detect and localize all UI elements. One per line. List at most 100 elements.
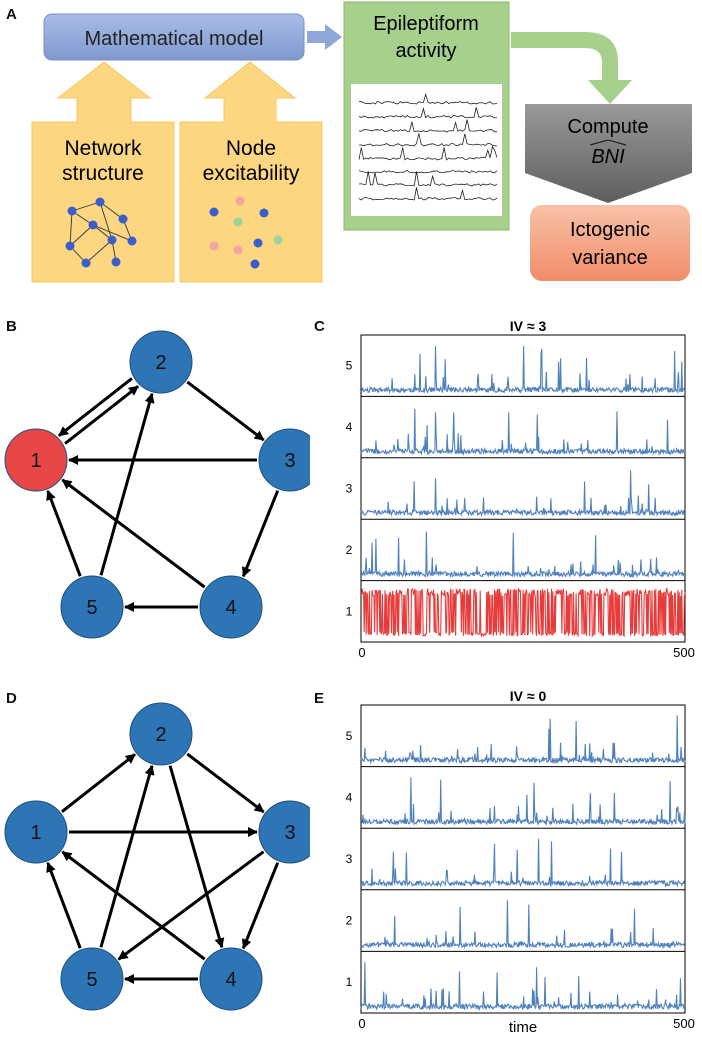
chart-e-title: IV ≈ 0	[510, 688, 547, 704]
panel-letter-e: E	[314, 690, 325, 707]
node-label-3: 3	[284, 822, 295, 844]
model-to-activity-arrow	[307, 24, 342, 50]
trace-series-3	[360, 838, 686, 888]
edge-2-to-3	[186, 380, 265, 442]
network-structure-label-line1: Network	[64, 137, 142, 160]
trace-series-1	[360, 962, 686, 1011]
mathematical-model-box	[43, 13, 305, 61]
panel-letter-b: B	[6, 318, 17, 335]
node-3	[258, 800, 310, 864]
edge-5-to-1	[46, 489, 82, 577]
node-excitability-label-line1: Node	[226, 137, 276, 160]
mini-network-nodes	[65, 197, 137, 268]
node-4	[199, 575, 263, 639]
mathematical-model-label: Mathematical model	[85, 28, 264, 50]
chart-c-title: IV ≈ 3	[510, 318, 547, 334]
trace-series-5	[360, 345, 686, 395]
network-structure-label-line2: structure	[62, 162, 144, 185]
panel-letter-c: C	[314, 318, 325, 335]
flowchart-panel-a: Mathematical model Network structure Nod…	[31, 1, 692, 283]
mini-activity-traces	[358, 92, 498, 201]
panel-letter-a: A	[6, 6, 17, 23]
trace-label-3: 3	[346, 482, 353, 496]
node-label-3: 3	[284, 450, 295, 472]
mini-trace-row	[358, 92, 498, 105]
trace-label-5: 5	[346, 729, 353, 743]
node-label-4: 4	[225, 597, 236, 619]
trace-label-4: 4	[346, 790, 353, 804]
mini-trace-row	[358, 170, 498, 174]
mini-trace-row	[358, 171, 498, 187]
trace-series-4	[360, 408, 686, 456]
excitability-dots	[209, 196, 283, 269]
node-4	[199, 947, 263, 1011]
edge-3-to-5	[117, 850, 265, 961]
node-5	[60, 575, 124, 639]
epileptiform-label-line1: Epileptiform	[373, 13, 479, 35]
trace-label-2: 2	[346, 543, 353, 557]
chart-c-xtick-500: 500	[673, 645, 695, 658]
bni-hat-symbol	[589, 139, 627, 146]
node-label-2: 2	[155, 724, 166, 746]
trace-series-2	[360, 900, 686, 950]
node-3	[258, 428, 310, 492]
mini-trace-row	[358, 107, 498, 119]
edge-5-to-1	[46, 861, 82, 949]
network-structure-arrow	[31, 61, 175, 283]
mini-trace-row	[358, 119, 498, 133]
network-graph-b: 1 2 3 4 5	[4, 330, 310, 639]
node-excitability-arrow	[179, 61, 323, 283]
trace-label-3: 3	[346, 852, 353, 866]
mini-trace-row	[358, 145, 498, 161]
trace-series-1	[360, 587, 686, 638]
trace-series-5	[360, 715, 686, 765]
trace-series-4	[360, 777, 686, 827]
node-label-1: 1	[30, 450, 41, 472]
edge-1-to-2	[61, 753, 136, 813]
compute-bni-box	[525, 104, 692, 203]
ictogenic-variance-box	[530, 205, 690, 281]
chart-e-xlabel: time	[509, 1019, 537, 1036]
activity-traces-thumbnail	[351, 84, 502, 216]
edge-5-to-2	[99, 764, 155, 948]
node-5	[60, 947, 124, 1011]
epileptiform-label-line2: activity	[395, 40, 456, 62]
edge-4-to-1	[61, 478, 206, 589]
edge-2-to-3	[186, 752, 265, 814]
ictogenic-label-line1: Ictogenic	[570, 219, 650, 241]
trace-series-3	[360, 470, 686, 518]
node-label-1: 1	[30, 822, 41, 844]
trace-label-1: 1	[346, 975, 353, 989]
chart-e-xtick-500: 500	[673, 1016, 695, 1031]
trace-label-4: 4	[346, 420, 353, 434]
edge-2-to-4	[168, 765, 225, 949]
edge-5-to-2	[99, 392, 155, 576]
edge-3-to-4	[241, 490, 280, 578]
edge-3-to-4	[241, 862, 280, 950]
compute-label: Compute	[567, 116, 648, 138]
network-graph-d: 1 2 3 4 5	[4, 702, 310, 1011]
node-label-4: 4	[225, 969, 236, 991]
chart-e-frame	[360, 704, 686, 1014]
trace-label-1: 1	[346, 604, 353, 618]
edge-1-to-2	[64, 385, 140, 445]
trace-series-2	[360, 531, 686, 579]
activity-to-compute-arrow	[511, 32, 632, 104]
node-2	[129, 702, 193, 766]
bni-label: BNI	[591, 146, 625, 168]
node-2	[129, 330, 193, 394]
node-1	[4, 428, 68, 492]
node-excitability-label-line2: excitability	[203, 162, 300, 185]
panel-letter-d: D	[6, 690, 17, 707]
mini-trace-row	[358, 133, 498, 147]
ictogenic-label-line2: variance	[572, 247, 648, 269]
node-label-5: 5	[86, 597, 97, 619]
chart-c-xtick-0: 0	[358, 645, 365, 658]
trace-label-2: 2	[346, 914, 353, 928]
node-label-5: 5	[86, 969, 97, 991]
edge-4-to-1	[61, 850, 206, 961]
node-label-2: 2	[155, 352, 166, 374]
edge-2-to-1	[57, 377, 133, 437]
